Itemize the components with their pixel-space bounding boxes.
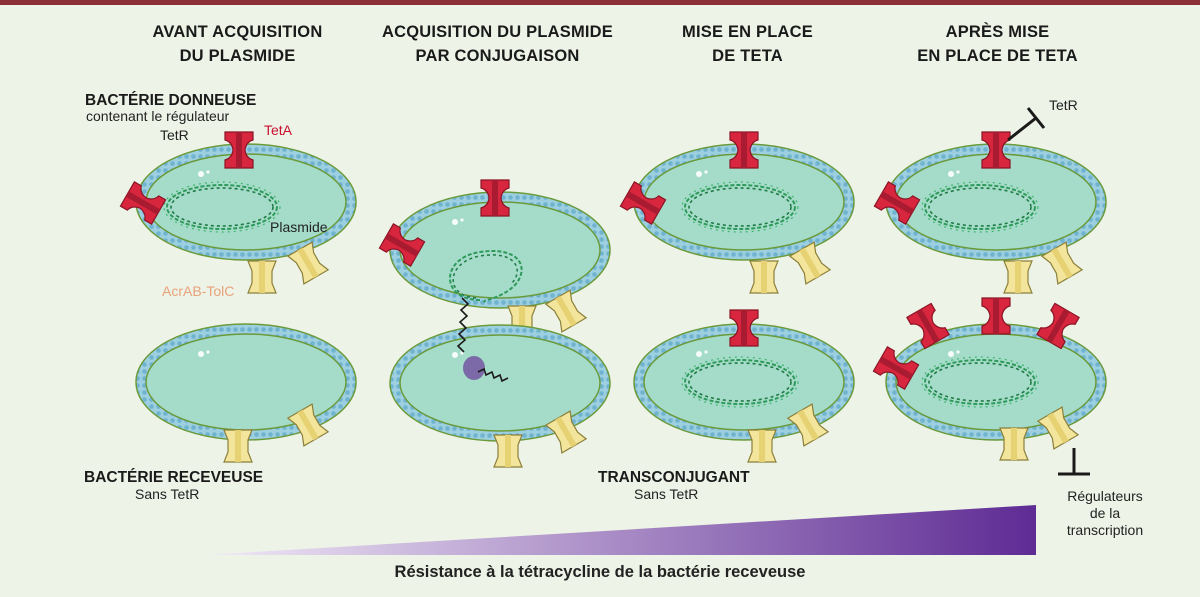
setup-acrab-top — [749, 260, 779, 294]
conjugation-recipient — [389, 324, 611, 468]
conjugation-donor — [378, 179, 611, 339]
after-acrab-bottom — [999, 427, 1029, 461]
pilus-dna — [456, 297, 470, 353]
after-acrab-top — [1003, 260, 1033, 294]
regulators-label: Régulateurs de la transcription — [1066, 488, 1144, 538]
donor-bacterium — [119, 131, 357, 294]
after-teta-pump-b1 — [981, 297, 1011, 335]
transconjugant-subtitle: Sans TetR — [634, 486, 699, 502]
top-rule — [0, 0, 1200, 5]
relaxase-protein — [463, 356, 485, 380]
donor-title: BACTÉRIE DONNEUSE — [85, 92, 257, 109]
tetr-inhibition-symbol — [1007, 107, 1046, 142]
donor-subtitle: contenant le régulateur — [86, 108, 230, 124]
tetr-label: TetR — [160, 127, 189, 143]
acrab-label: AcrAB-TolC — [162, 283, 235, 299]
teta-label: TetA — [264, 122, 293, 138]
conj-recipient-acrab-pump — [493, 434, 523, 468]
transconjugant-title: TRANSCONJUGANT — [598, 469, 750, 486]
recipient-bacterium — [135, 323, 357, 463]
transconjugant-acrab — [747, 429, 777, 463]
tetr-right-label: TetR — [1049, 97, 1078, 113]
plasmide-label: Plasmide — [270, 219, 328, 235]
regulators-inhibition-symbol — [1058, 448, 1090, 476]
transconjugant-bacterium — [633, 309, 855, 463]
resistance-gradient — [205, 505, 1036, 555]
after-teta-top-bacterium — [873, 131, 1107, 294]
after-teta-bottom-bacterium — [872, 297, 1107, 461]
recipient-acrab-pump — [223, 429, 253, 463]
resistance-caption: Résistance à la tétracycline de la bacté… — [394, 563, 806, 581]
recipient-title: BACTÉRIE RECEVEUSE — [84, 469, 264, 486]
recipient-subtitle: Sans TetR — [135, 486, 200, 502]
donor-acrab-pump — [247, 260, 277, 294]
teta-setup-top-bacterium — [619, 131, 855, 294]
